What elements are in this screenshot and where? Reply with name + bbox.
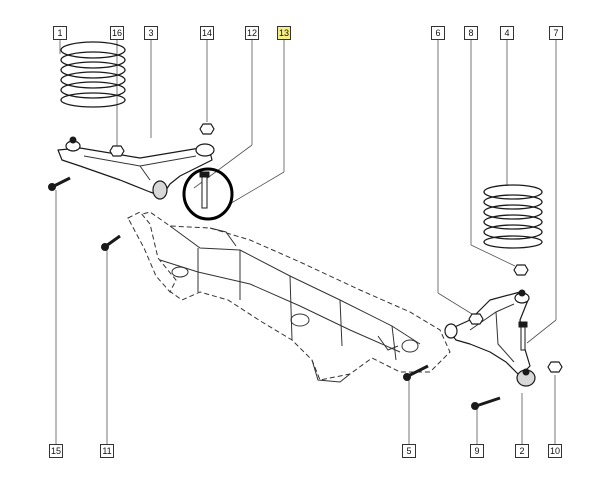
nut-16 xyxy=(109,145,125,157)
callout-16: 16 xyxy=(110,26,124,40)
nut-8 xyxy=(513,264,529,276)
callout-4: 4 xyxy=(500,26,514,40)
nut-10 xyxy=(547,361,563,373)
bolt-11 xyxy=(101,234,121,251)
callout-8: 8 xyxy=(464,26,478,40)
callout-14: 14 xyxy=(200,26,214,40)
callout-7: 7 xyxy=(549,26,563,40)
callout-5: 5 xyxy=(402,444,416,458)
bolt-5 xyxy=(403,364,429,381)
callout-13-highlighted: 13 xyxy=(277,26,291,40)
bolt-9 xyxy=(471,396,501,410)
callout-9: 9 xyxy=(470,444,484,458)
callout-6: 6 xyxy=(431,26,445,40)
callout-11: 11 xyxy=(100,444,114,458)
callout-15: 15 xyxy=(49,444,63,458)
nut-6 xyxy=(468,313,484,325)
callout-2: 2 xyxy=(515,444,529,458)
nut-14 xyxy=(199,123,215,135)
stabilizer-link xyxy=(127,211,177,293)
highlight-circle xyxy=(182,167,234,221)
callout-1: 1 xyxy=(53,26,67,40)
callout-3: 3 xyxy=(144,26,158,40)
bolt-7 xyxy=(518,321,528,351)
subframe-crossmember xyxy=(127,211,451,383)
coil-spring-right xyxy=(483,184,543,249)
bolt-13 xyxy=(199,171,210,209)
callout-12: 12 xyxy=(245,26,259,40)
left-lower-control-arm xyxy=(57,136,215,200)
coil-spring-left xyxy=(60,41,126,108)
leader-lines xyxy=(55,38,557,444)
right-lower-control-arm xyxy=(444,289,536,387)
callout-10: 10 xyxy=(548,444,562,458)
bolt-15 xyxy=(48,176,71,191)
